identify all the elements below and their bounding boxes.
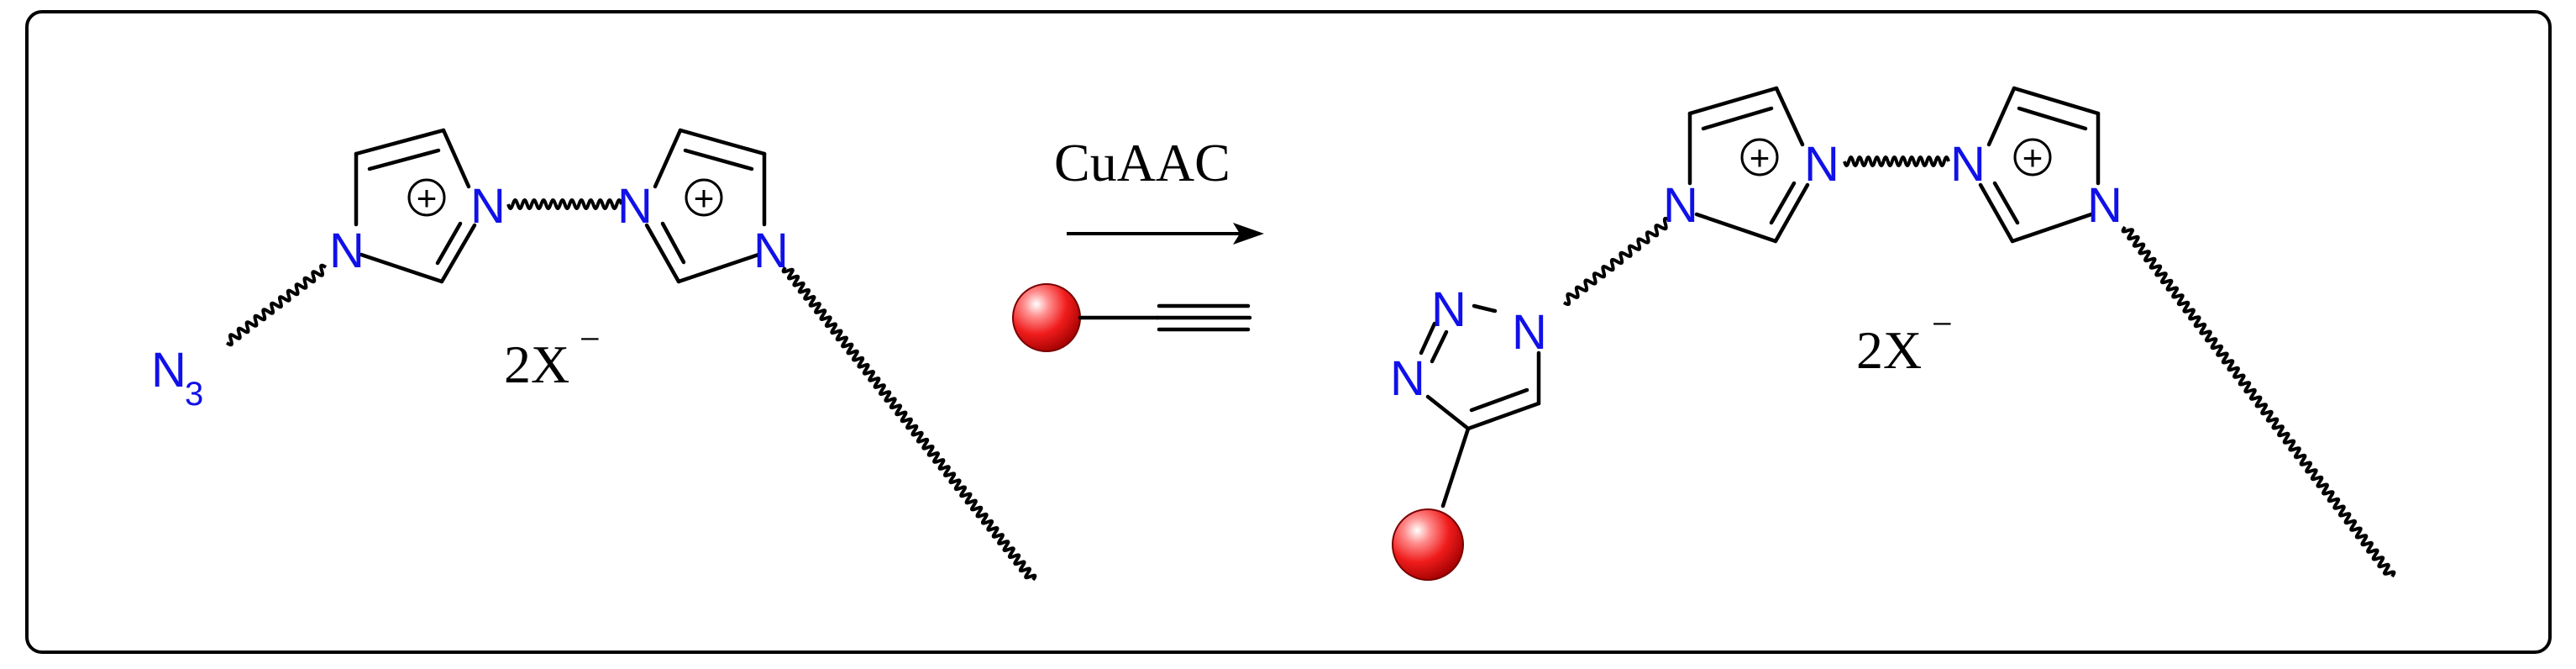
product-triazole-bond: [1430, 329, 1449, 364]
reactant-ring1-bond: [441, 128, 471, 189]
product-ring2-charge-symbol: +: [2023, 138, 2043, 177]
reactant-counterion: 2X: [504, 334, 569, 394]
product-triazole-bond: [1425, 394, 1471, 431]
reactant-counterion-charge: −: [580, 319, 601, 360]
product-triazole-n1: N: [1512, 305, 1547, 360]
product-ring1-bond: [1687, 86, 1779, 116]
product-alkyl-chain: [2121, 225, 2396, 578]
product-triazole-bond: [1469, 387, 1529, 413]
product-ring1-n-left: N: [1663, 178, 1698, 233]
reactant-ring1-charge-circle: [407, 178, 446, 217]
reactant-ring2-bond: [676, 252, 761, 284]
reactant-ring1-bond: [435, 221, 463, 266]
reactant-azide-subscript: 3: [185, 376, 203, 413]
reactant-ring1-charge-symbol: +: [417, 178, 438, 218]
product-ring2-n-right: N: [2087, 178, 2122, 233]
product-molecule: N N N N N N N + + 2X −: [1390, 86, 2396, 581]
product-ring1-charge-circle: [1740, 138, 1779, 176]
reactant-ring2-charge-circle: [685, 178, 723, 217]
product-ring1-bond: [1774, 86, 1805, 147]
scheme-frame: [25, 10, 2552, 654]
product-ring2-bond: [2017, 106, 2088, 131]
product-bead-bond: [1440, 426, 1471, 508]
reagent-label: CuAAC: [1054, 133, 1230, 192]
reactant-linker-to-azide: [225, 263, 328, 347]
reaction-arrow-head: [1233, 223, 1264, 245]
product-ring1-n-right: N: [1804, 137, 1839, 192]
reactant-ring1-n-bottom: N: [329, 224, 365, 278]
product-ring1-bond: [1773, 182, 1810, 244]
product-triazole-n2: N: [1431, 282, 1466, 337]
product-ring2-n-left: N: [1950, 137, 1986, 192]
reactant-alkyl-chain: [781, 266, 1037, 582]
reactant-ring2-bond: [660, 221, 686, 265]
reactant-ring2-bond: [683, 148, 754, 171]
product-ring1-bond: [1701, 106, 1774, 131]
reactant-ring1-bond: [367, 148, 441, 171]
reaction-arrow-group: CuAAC: [1012, 133, 1264, 352]
product-bead: [1392, 508, 1464, 581]
reactant-linker-between-rings: [506, 198, 623, 210]
reactant-azide-n: N: [151, 343, 186, 398]
product-triazole-n3: N: [1390, 351, 1425, 406]
product-triazole-bond: [1472, 303, 1498, 313]
reactant-ring1-bond: [439, 223, 477, 284]
reactant-ring1-n-top: N: [470, 179, 506, 234]
product-ring2-charge-circle: [2013, 138, 2052, 176]
reactant-molecule: N N N N N 3 + + 2X −: [151, 128, 1037, 582]
product-ring1-charge-symbol: +: [1750, 138, 1771, 177]
product-ring2-bond: [1978, 182, 2015, 244]
reagent-bead: [1012, 283, 1081, 352]
reactant-ring2-n-bottom: N: [753, 224, 789, 278]
reactant-ring2-n-top: N: [617, 179, 653, 234]
product-triazole-bond: [1466, 401, 1541, 431]
reactant-ring1-bond: [354, 128, 446, 156]
product-ring2-bond: [1992, 181, 2020, 225]
product-ring2-bond: [2010, 212, 2094, 244]
product-ring1-bond: [1694, 212, 1778, 244]
product-triazole-bond: [1419, 321, 1437, 356]
product-counterion: 2X: [1856, 320, 1922, 380]
product-ring1-bond: [1769, 181, 1797, 225]
product-linker-between-rings: [1843, 155, 1950, 167]
reactant-ring1-bond: [359, 252, 444, 284]
product-linker-triazole-to-ring: [1563, 216, 1671, 307]
reactant-ring2-bond: [653, 128, 683, 189]
product-ring2-bond: [1986, 86, 2017, 147]
product-counterion-charge: −: [1932, 303, 1953, 345]
reactant-ring2-bond: [678, 128, 767, 156]
reactant-ring2-charge-symbol: +: [694, 178, 715, 218]
reactant-ring2-bond: [644, 223, 681, 284]
product-ring2-bond: [2012, 86, 2101, 116]
